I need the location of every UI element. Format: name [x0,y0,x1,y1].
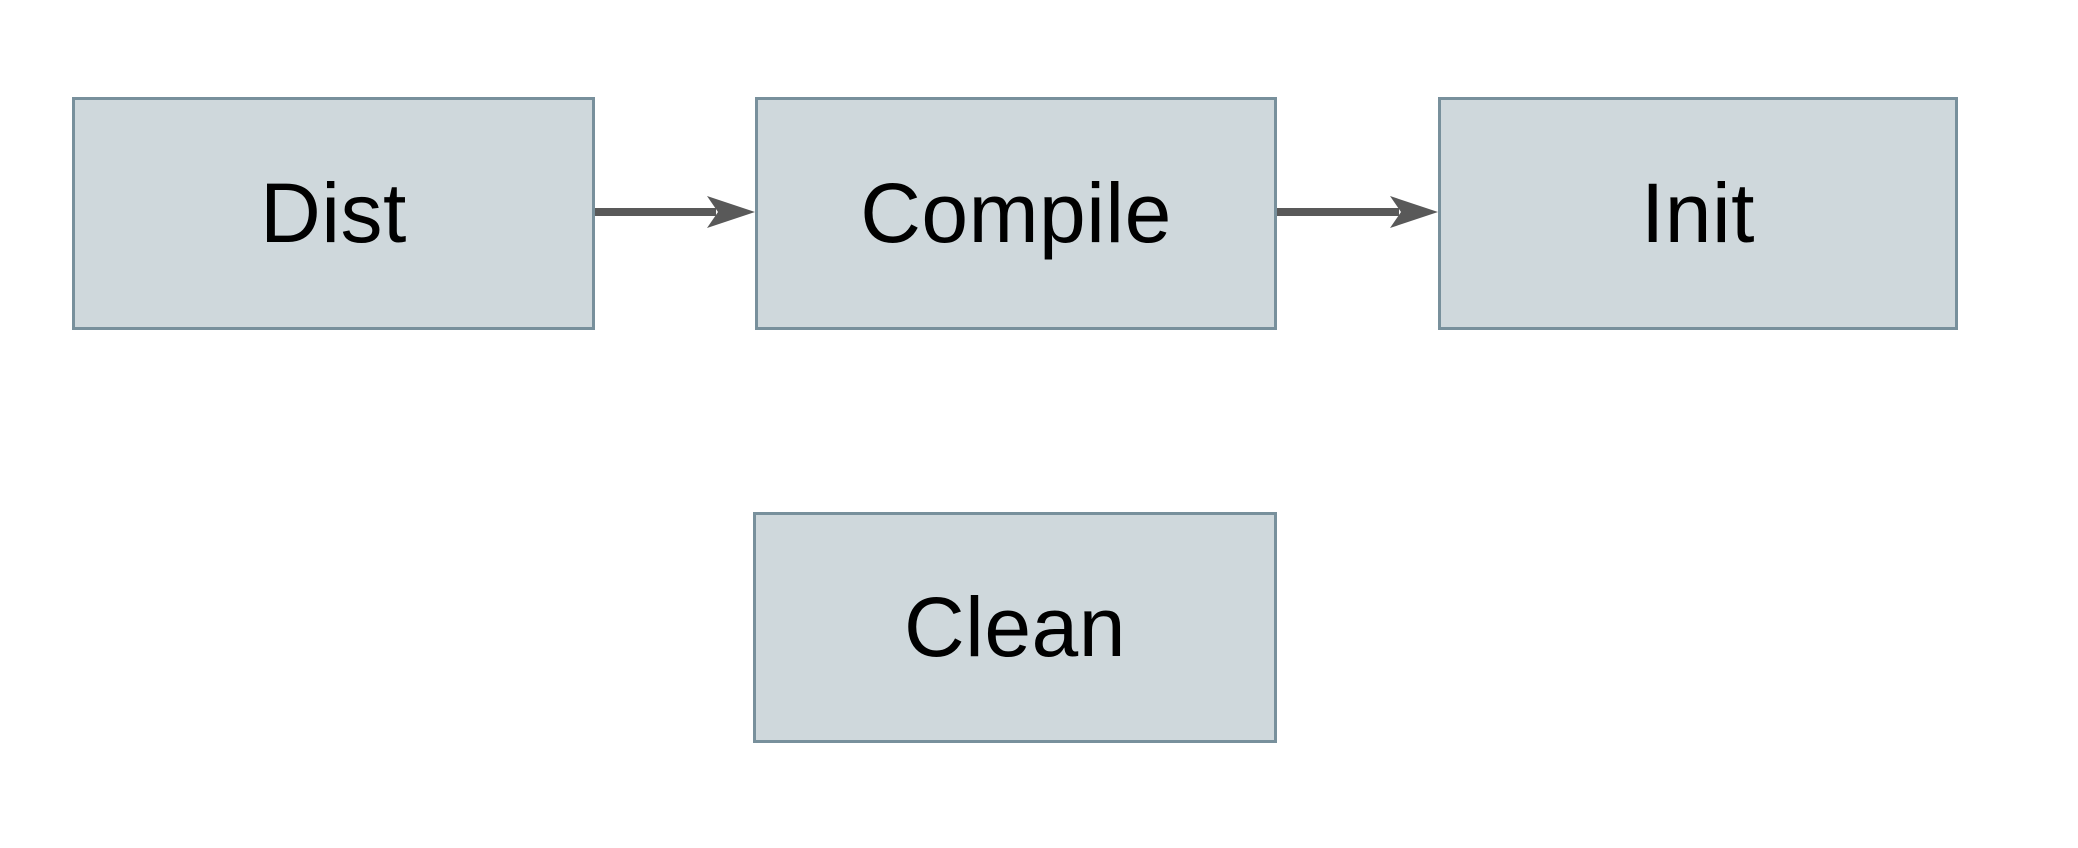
node-clean: Clean [753,512,1277,743]
arrow-compile-to-init [1277,196,1438,228]
node-init: Init [1438,97,1958,330]
node-dist: Dist [72,97,595,330]
node-init-label: Init [1640,166,1756,260]
node-compile: Compile [755,97,1277,330]
node-compile-label: Compile [860,166,1172,260]
arrowhead-icon [707,196,755,228]
node-clean-label: Clean [904,580,1126,674]
arrowhead-icon [1390,196,1438,228]
arrow-dist-to-compile [595,196,755,228]
node-dist-label: Dist [260,166,407,260]
